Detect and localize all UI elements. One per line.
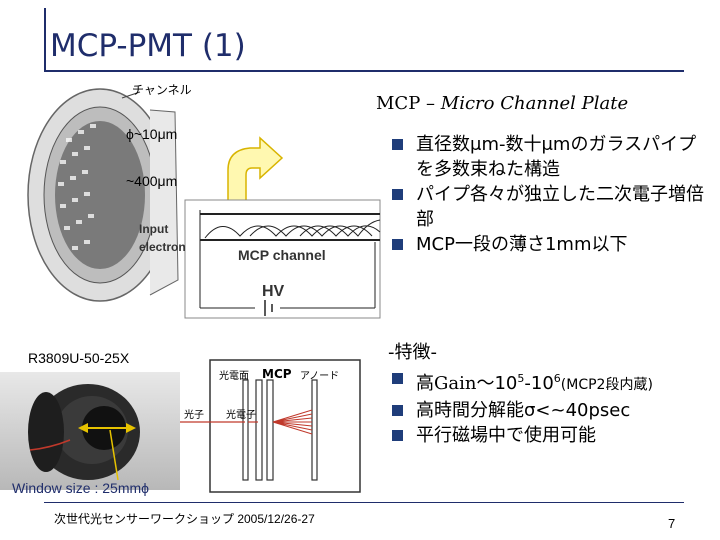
feature-text: -10 — [524, 373, 554, 394]
features-heading: -特徴- — [388, 342, 437, 363]
feature-text: 高 — [416, 373, 434, 394]
anode-label: アノード — [300, 371, 339, 382]
electron-label: electron — [139, 240, 186, 254]
photon-label: 光子 — [184, 408, 204, 421]
feature-item: 高Gain～105-106(MCP2段内蔵) — [380, 366, 653, 398]
photocathode-label: 光電面 — [219, 369, 249, 382]
diameter-label: ϕ~10μm — [126, 126, 177, 142]
slide-title: MCP-PMT (1) — [50, 28, 246, 64]
mcp-disk-illustration — [27, 88, 179, 302]
channel-label: チャンネル — [132, 83, 192, 97]
feature-item: 平行磁場中で使用可能 — [380, 423, 653, 448]
bullet-item: 直径数μm-数十μmのガラスパイプを多数束ねた構造 — [380, 132, 710, 182]
features-block: -特徴- 高Gain～105-106(MCP2段内蔵) 高時間分解能σ<~40p… — [388, 340, 653, 448]
feature-item: 高時間分解能σ<~40psec — [380, 398, 653, 423]
product-label: R3809U-50-25X — [28, 350, 130, 366]
mcp-label: MCP — [262, 367, 292, 381]
bullet-item: MCP一段の薄さ1mm以下 — [380, 232, 710, 257]
feature-text: Gain — [434, 373, 477, 394]
mcp-channel-diagram — [184, 199, 381, 319]
page-number: 7 — [668, 516, 676, 531]
subtitle-prefix: MCP – — [376, 93, 441, 114]
mcp-channel-label: MCP channel — [238, 247, 326, 263]
thickness-label: ~400μm — [126, 173, 177, 189]
footer-rule — [44, 502, 684, 503]
feature-sup: 5 — [517, 372, 525, 385]
features-list: 高Gain～105-106(MCP2段内蔵) 高時間分解能σ<~40psec 平… — [380, 366, 653, 448]
title-accent-line — [44, 8, 46, 72]
input-label: Input — [139, 222, 168, 236]
feature-small: (MCP2段内蔵) — [560, 377, 653, 393]
photoelectron-label: 光電子 — [226, 408, 256, 421]
pmt-photo — [0, 372, 180, 490]
curved-arrow-icon — [227, 136, 284, 206]
subtitle: MCP – Micro Channel Plate — [376, 93, 628, 114]
hv-label: HV — [262, 283, 285, 300]
feature-text: ～10 — [476, 373, 518, 394]
bullet-item: パイプ各々が独立した二次電子増倍部 — [380, 182, 710, 232]
pmt-schematic — [180, 359, 361, 493]
window-size-label: Window size : 25mmϕ — [12, 480, 149, 496]
title-underline — [44, 70, 684, 72]
bullet-list: 直径数μm-数十μmのガラスパイプを多数束ねた構造 パイプ各々が独立した二次電子… — [380, 132, 710, 257]
footer-text: 次世代光センサーワークショップ 2005/12/26-27 — [54, 512, 315, 526]
subtitle-italic: Micro Channel Plate — [440, 93, 629, 114]
feature-sup: 6 — [553, 372, 561, 385]
